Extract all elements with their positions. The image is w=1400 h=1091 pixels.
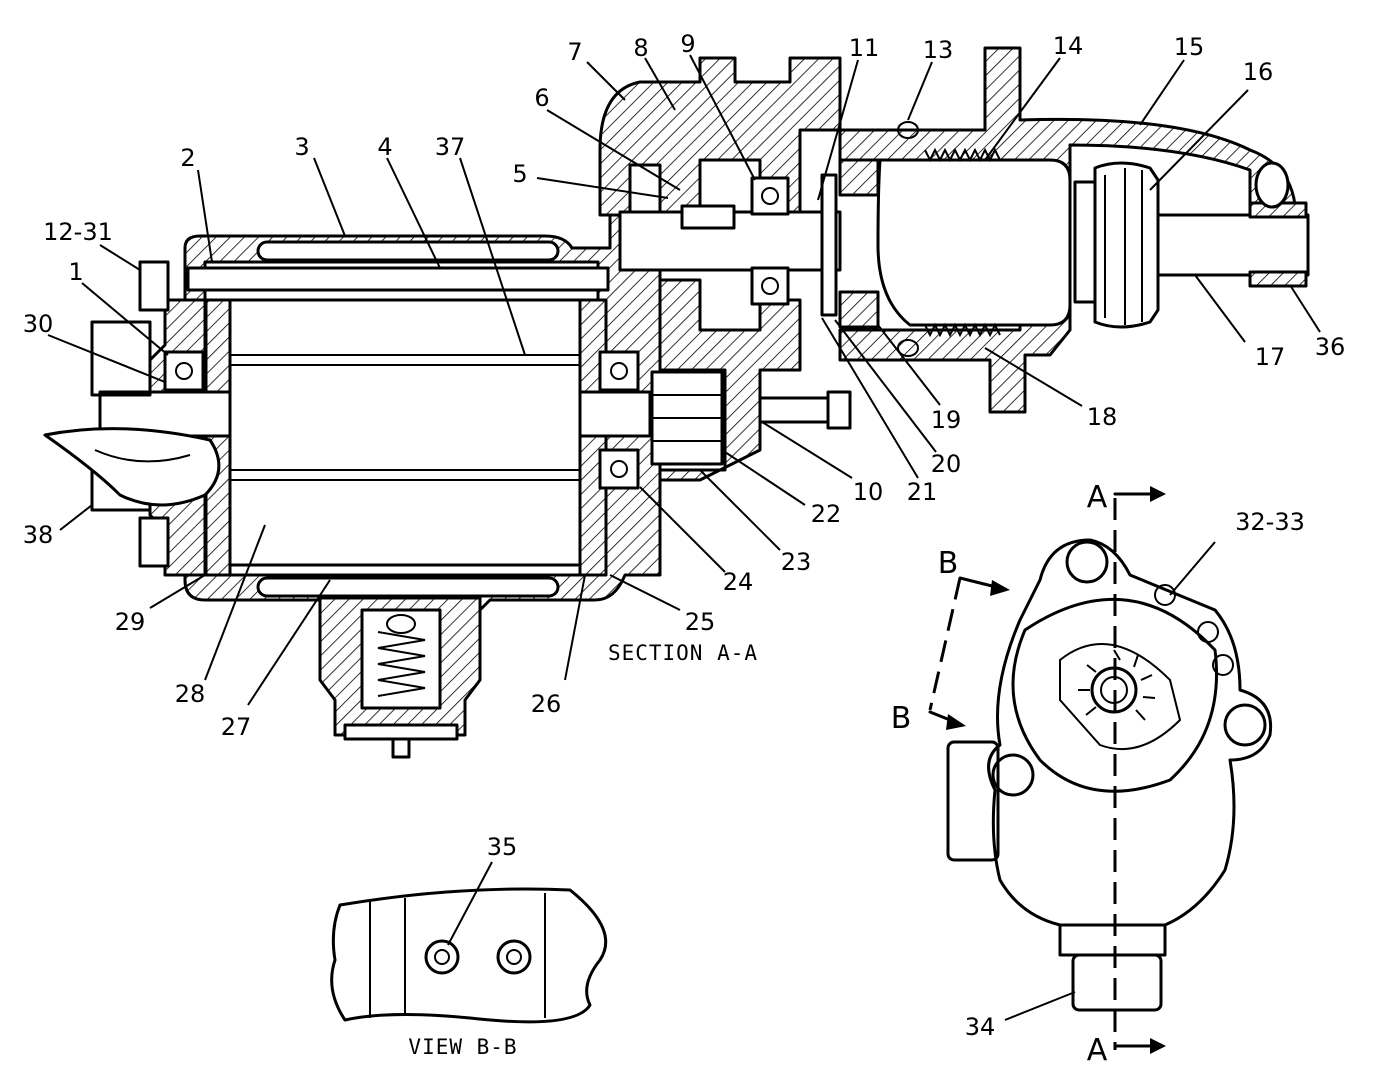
plug — [1254, 161, 1290, 209]
front-bearing-top — [598, 350, 640, 392]
view-bb-outline — [330, 887, 608, 1024]
mount-hole-2 — [1223, 703, 1267, 747]
drive-housing-lower — [658, 278, 802, 482]
callout-10: 10 — [853, 478, 884, 506]
end-view-flange — [987, 538, 1273, 927]
callout-21: 21 — [907, 478, 938, 506]
bolt-top — [138, 260, 170, 312]
section-marker-a-top: A — [1087, 480, 1108, 515]
drive-housing — [598, 56, 842, 222]
callout-28: 28 — [175, 680, 206, 708]
shaft-key — [680, 204, 736, 230]
bolt-33 — [1197, 621, 1219, 643]
callout-36: 36 — [1315, 333, 1346, 361]
callout-35: 35 — [487, 833, 518, 861]
callout-26: 26 — [531, 690, 562, 718]
callout-24: 24 — [723, 568, 754, 596]
callout-17: 17 — [1255, 343, 1286, 371]
solenoid-cavity — [360, 608, 442, 710]
callout-13: 13 — [923, 36, 954, 64]
callout-19: 19 — [931, 406, 962, 434]
solenoid-terminal — [391, 737, 411, 759]
callout-22: 22 — [811, 500, 842, 528]
callout-8: 8 — [633, 34, 648, 62]
end-view-lower-body — [1058, 923, 1167, 957]
o-ring-top — [897, 121, 919, 139]
pinion-collar — [1073, 180, 1097, 304]
callout-12-31: 12-31 — [43, 218, 113, 246]
section-line-bb — [928, 577, 962, 711]
callout-29: 29 — [115, 608, 146, 636]
callout-30: 30 — [23, 310, 54, 338]
section-marker-b-top: B — [938, 546, 959, 581]
end-view-nose — [1011, 597, 1219, 793]
callout-1: 1 — [68, 258, 83, 286]
callout-32-33: 32-33 — [1235, 508, 1305, 536]
mount-hole-3 — [991, 753, 1035, 797]
spring-18 — [924, 322, 1001, 338]
shaft-bearing-bottom — [750, 266, 790, 306]
callout-27: 27 — [221, 713, 252, 741]
callout-23: 23 — [781, 548, 812, 576]
shaft-bearing-top — [750, 176, 790, 216]
armature — [228, 298, 582, 567]
solenoid-cap — [343, 723, 459, 741]
field-frame-channel-top — [256, 240, 560, 262]
callout-7: 7 — [567, 38, 582, 66]
callout-15: 15 — [1174, 33, 1205, 61]
callout-labels: 12-31 1 30 2 3 4 37 5 6 7 8 9 11 13 14 1… — [23, 30, 1346, 1041]
pinion-teeth — [1078, 649, 1156, 721]
leader-lines — [47, 54, 1321, 1021]
screw-hole-right — [496, 939, 532, 975]
callout-6: 6 — [534, 84, 549, 112]
section-marker-a-bottom: A — [1087, 1033, 1108, 1068]
callout-18: 18 — [1087, 403, 1118, 431]
bolt-bottom — [138, 516, 170, 568]
cable-boot — [43, 427, 221, 507]
solenoid-terminal-34 — [1071, 953, 1163, 1012]
callout-34: 34 — [965, 1013, 996, 1041]
solenoid-spring — [377, 631, 426, 697]
through-bolt — [186, 266, 610, 292]
clutch-ring-top — [838, 158, 880, 197]
mount-hole-1 — [1065, 540, 1109, 584]
callout-2: 2 — [180, 144, 195, 172]
section-marker-b-bottom: B — [891, 701, 912, 736]
callout-11: 11 — [849, 34, 880, 62]
drive-pinion-body — [876, 158, 1072, 327]
armature-shaft-front — [578, 390, 652, 438]
end-view-drawing — [928, 486, 1273, 1054]
callout-16: 16 — [1243, 58, 1274, 86]
end-view-side-boss — [946, 740, 1000, 862]
thrust-washer — [820, 173, 838, 317]
bolt-32 — [1154, 584, 1176, 606]
callout-25: 25 — [685, 608, 716, 636]
callout-5: 5 — [512, 160, 527, 188]
callout-9: 9 — [680, 30, 695, 58]
bushing-bottom — [1248, 270, 1308, 288]
callout-37: 37 — [435, 133, 466, 161]
view-bb-drawing — [330, 887, 608, 1024]
adjusting-screw-head — [826, 390, 852, 430]
caption-section-aa: SECTION A-A — [608, 641, 758, 665]
field-frame-channel-bottom — [256, 576, 560, 598]
caption-view-bb: VIEW B-B — [408, 1035, 517, 1059]
o-ring-bottom — [897, 339, 919, 357]
callout-4: 4 — [377, 133, 392, 161]
callout-38: 38 — [23, 521, 54, 549]
clutch-ring-bottom — [838, 290, 880, 329]
rear-bearing — [163, 350, 205, 392]
output-shaft — [1156, 213, 1310, 277]
screw-hole-left — [424, 939, 460, 975]
callout-3: 3 — [294, 133, 309, 161]
callout-20: 20 — [931, 450, 962, 478]
front-bearing-bottom — [598, 448, 640, 490]
callout-14: 14 — [1053, 32, 1084, 60]
